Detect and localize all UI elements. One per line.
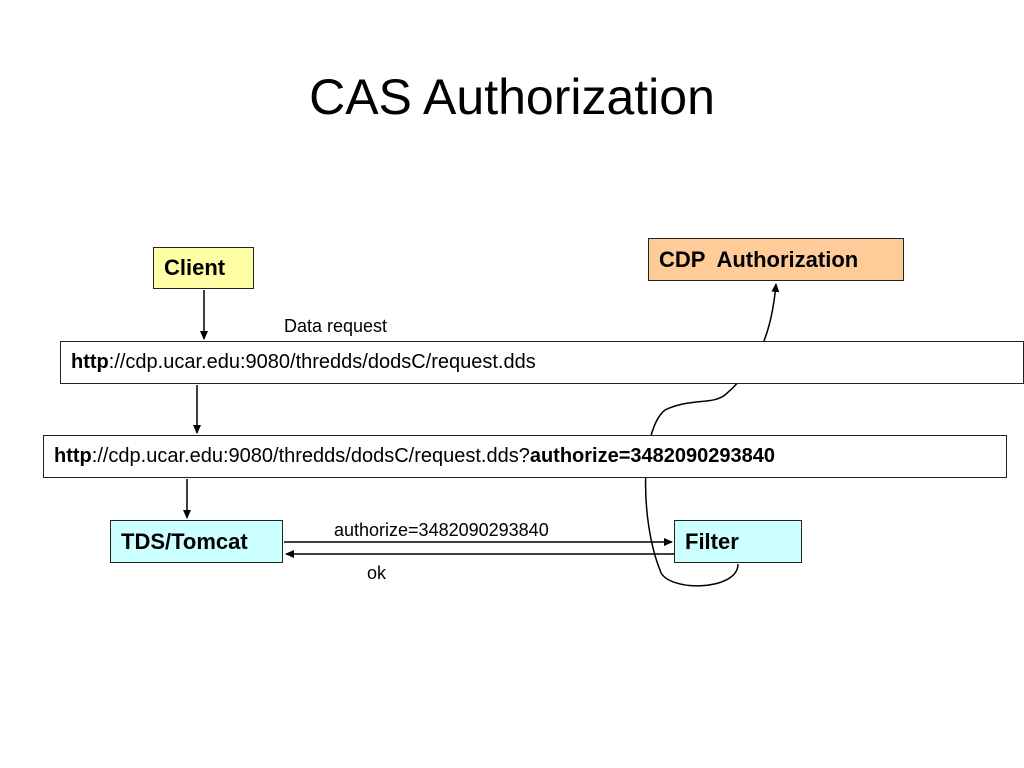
url2-scheme: http bbox=[54, 445, 92, 467]
url2-rest: ://cdp.ucar.edu:9080/thredds/dodsC/reque… bbox=[91, 445, 530, 467]
cdp-authorization-label: CDP Authorization bbox=[659, 246, 859, 272]
cdp-authorization-node: CDP Authorization bbox=[648, 238, 904, 281]
request-url-box: http://cdp.ucar.edu:9080/thredds/dodsC/r… bbox=[60, 341, 1024, 384]
data-request-label: Data request bbox=[284, 316, 388, 336]
url1-rest: ://cdp.ucar.edu:9080/thredds/dodsC/reque… bbox=[108, 351, 536, 373]
slide-title: CAS Authorization bbox=[309, 69, 715, 125]
ok-label: ok bbox=[367, 563, 387, 583]
authorize-token-label: authorize=3482090293840 bbox=[334, 520, 549, 540]
authorized-url-box: http://cdp.ucar.edu:9080/thredds/dodsC/r… bbox=[43, 435, 1007, 478]
client-label: Client bbox=[164, 255, 226, 280]
url2-query: authorize=3482090293840 bbox=[529, 445, 776, 467]
client-node: Client bbox=[153, 247, 254, 289]
filter-label: Filter bbox=[685, 528, 739, 554]
tds-tomcat-node: TDS/Tomcat bbox=[110, 520, 283, 563]
filter-node: Filter bbox=[674, 520, 802, 563]
tds-tomcat-label: TDS/Tomcat bbox=[121, 528, 248, 554]
url1-scheme: http bbox=[71, 351, 109, 373]
